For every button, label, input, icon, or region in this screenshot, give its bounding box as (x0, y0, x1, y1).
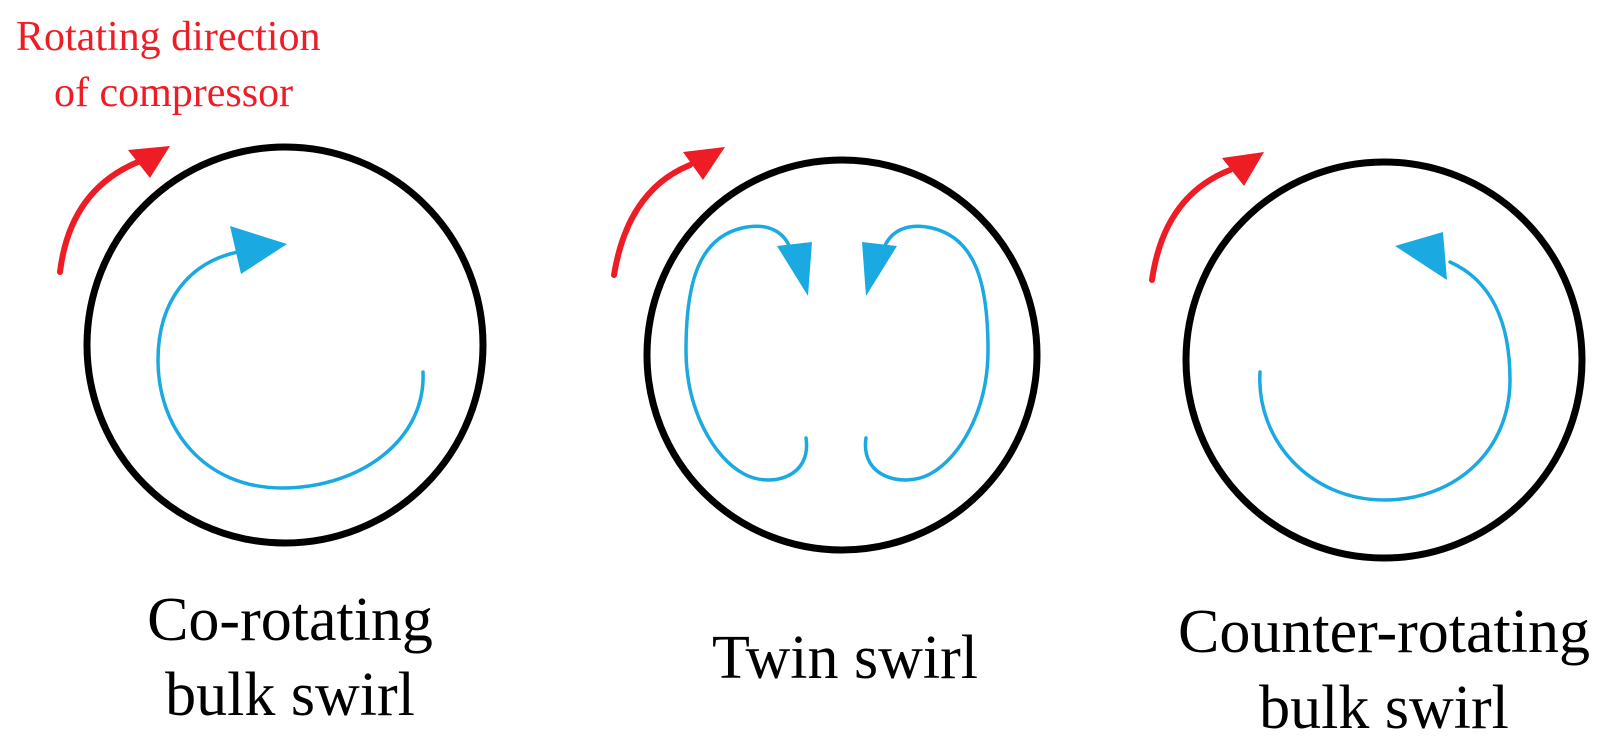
panel-label-line1: Counter-rotating (1178, 598, 1590, 666)
duct-circle (643, 156, 1041, 554)
rotation-direction-label-line2: of compressor (54, 70, 293, 116)
rotation-direction-label-line1: Rotating direction (16, 14, 320, 60)
panel-label-line1: Co-rotating (147, 586, 433, 654)
rotation-arrow-arc (1149, 167, 1233, 283)
panel-label-line2: bulk swirl (165, 661, 415, 729)
swirl-arrowhead-left (777, 242, 812, 296)
rotation-arrowhead (683, 147, 725, 180)
swirl-curve-right (863, 224, 990, 482)
swirl-arrowhead (1395, 232, 1447, 280)
duct-circle (83, 143, 487, 547)
rotation-arrow-arc (611, 162, 693, 278)
rotation-arrowhead (1222, 152, 1264, 186)
swirl-arrowhead-right (862, 242, 897, 296)
duct-circle (1182, 158, 1586, 562)
swirl-arrowhead (230, 226, 287, 274)
rotation-arrow-arc (57, 159, 141, 275)
panel-label-line2: bulk swirl (1259, 674, 1509, 742)
swirl-curve-left (684, 224, 809, 482)
rotation-arrowhead (128, 146, 170, 178)
panel-twin: Twin swirl (611, 147, 1041, 692)
panel-co-rotating: Co-rotating bulk swirl (57, 143, 487, 729)
panel-label-line1: Twin swirl (712, 624, 978, 692)
swirl-curve (156, 250, 425, 490)
panel-counter-rotating: Counter-rotating bulk swirl (1149, 152, 1590, 742)
swirl-curve (1258, 260, 1512, 502)
